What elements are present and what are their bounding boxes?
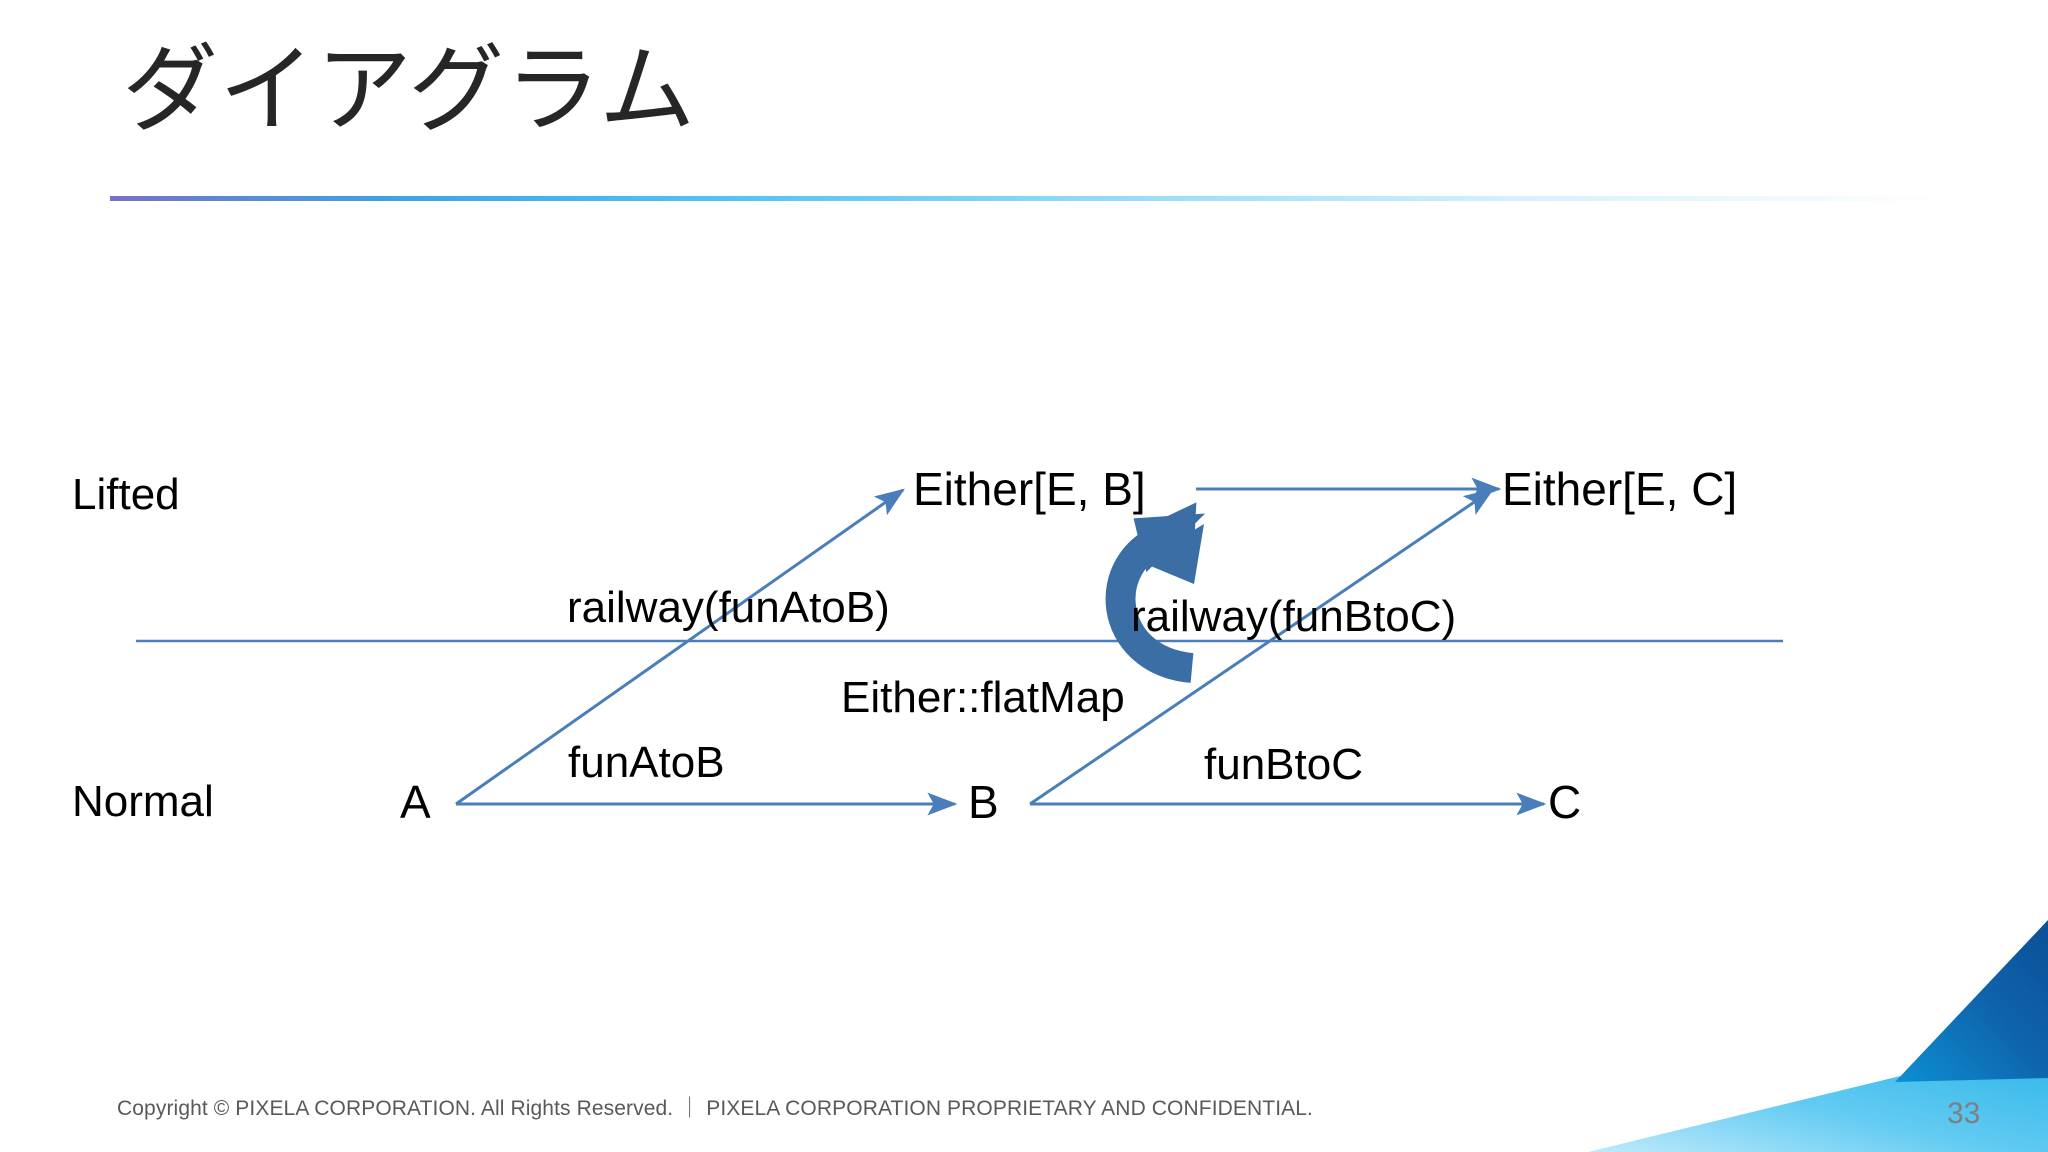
node-either-e-b: Either[E, B] — [913, 463, 1146, 515]
node-either-e-c: Either[E, C] — [1502, 463, 1738, 515]
edge-line-railway-atob — [455, 488, 905, 806]
footer-copyright-text: Copyright © PIXELA CORPORATION. All Righ… — [117, 1097, 1313, 1120]
node-c: C — [1548, 776, 1582, 828]
edge-label-either-flatmap: Either::flatMap — [841, 673, 1125, 722]
edge-label-railway-funbtoc: railway(funBtoC) — [1131, 592, 1457, 641]
corner-decoration — [1588, 920, 2048, 1152]
flatmap-curved-arrow-icon — [1105, 502, 1206, 683]
page-title: ダイアグラム — [122, 37, 697, 144]
node-b: B — [968, 776, 999, 828]
node-a: A — [400, 776, 431, 828]
title-underline-rule — [110, 196, 1940, 201]
row-label-lifted: Lifted — [72, 470, 180, 519]
row-label-normal: Normal — [72, 777, 214, 826]
page-number: 33 — [1947, 1097, 1981, 1130]
edge-label-funatob: funAtoB — [568, 738, 725, 787]
edge-label-funbtoc: funBtoC — [1204, 740, 1363, 789]
edge-label-railway-funatob: railway(funAtoB) — [567, 583, 890, 632]
edge-line-railway-btoc — [1029, 488, 1494, 806]
